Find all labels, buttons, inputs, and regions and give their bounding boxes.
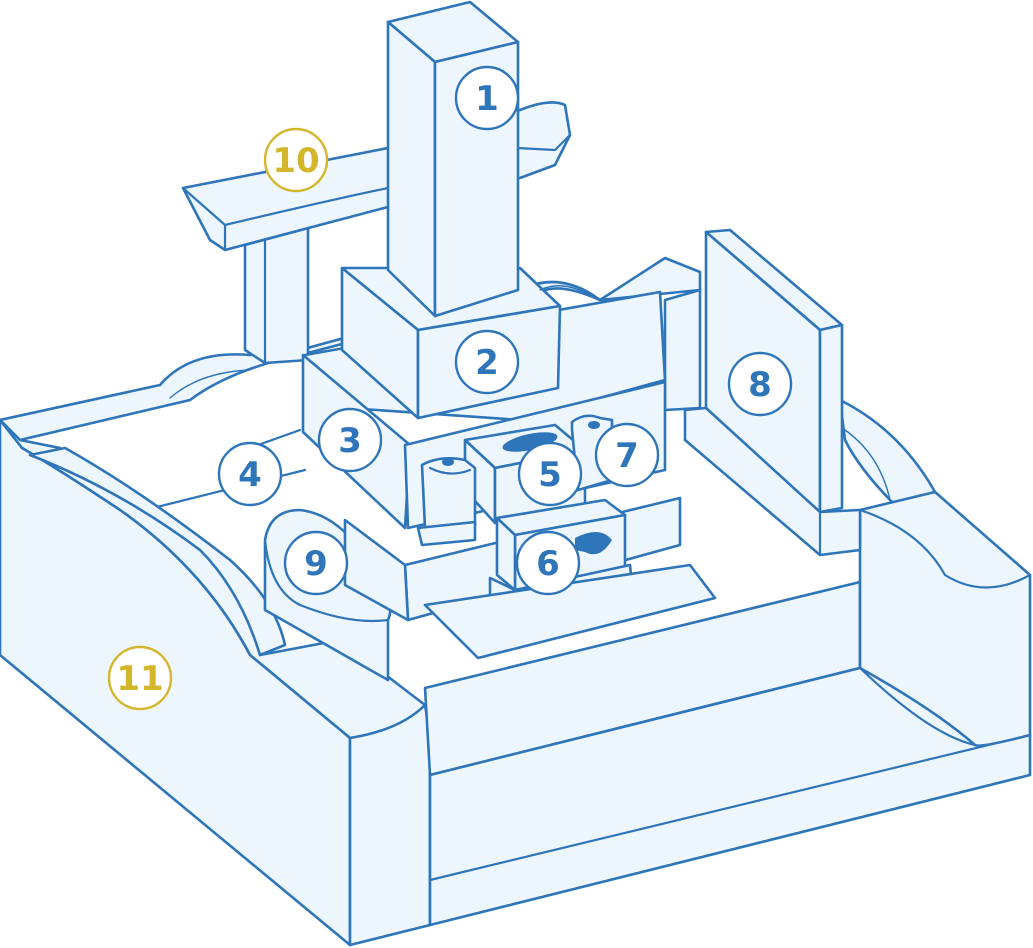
badge-circle-8 (727, 351, 793, 417)
badge-10: 10 (263, 127, 329, 193)
outer-enclosure-11 (0, 418, 1032, 947)
badge-label-2: 2 (475, 343, 499, 383)
badge-label-4: 4 (238, 455, 262, 495)
badge-3: 3 (317, 407, 383, 473)
badge-9: 9 (283, 530, 349, 596)
badge-circle-7 (594, 422, 660, 488)
badge-6: 6 (515, 530, 581, 596)
badge-2: 2 (454, 329, 520, 395)
badge-label-9: 9 (304, 544, 328, 584)
badge-label-11: 11 (116, 659, 163, 699)
badge-circle-9 (283, 530, 349, 596)
badge-circle-11 (107, 645, 173, 711)
badge-circle-3 (317, 407, 383, 473)
badge-label-3: 3 (338, 421, 362, 461)
badge-11: 11 (107, 645, 173, 711)
badge-circle-2 (454, 329, 520, 395)
badge-5: 5 (517, 441, 583, 507)
badge-circle-10 (263, 127, 329, 193)
main-tombstone-1 (386, 0, 520, 318)
badge-label-7: 7 (615, 436, 639, 476)
badge-circle-4 (217, 441, 283, 507)
number-badges: 1 2 3 4 5 6 7 8 9 10 11 (107, 65, 793, 711)
detail-lines (169, 285, 891, 501)
badge-label-5: 5 (538, 455, 562, 495)
flower-vase-left (416, 457, 477, 547)
badge-label-6: 6 (536, 544, 560, 584)
badge-1: 1 (454, 65, 520, 131)
badge-4: 4 (217, 441, 283, 507)
badge-8: 8 (727, 351, 793, 417)
badge-label-10: 10 (272, 141, 319, 181)
badge-7: 7 (594, 422, 660, 488)
badge-label-8: 8 (748, 365, 772, 405)
badge-label-1: 1 (475, 79, 499, 119)
badge-circle-1 (454, 65, 520, 131)
badge-circle-6 (515, 530, 581, 596)
badge-circle-5 (517, 441, 583, 507)
